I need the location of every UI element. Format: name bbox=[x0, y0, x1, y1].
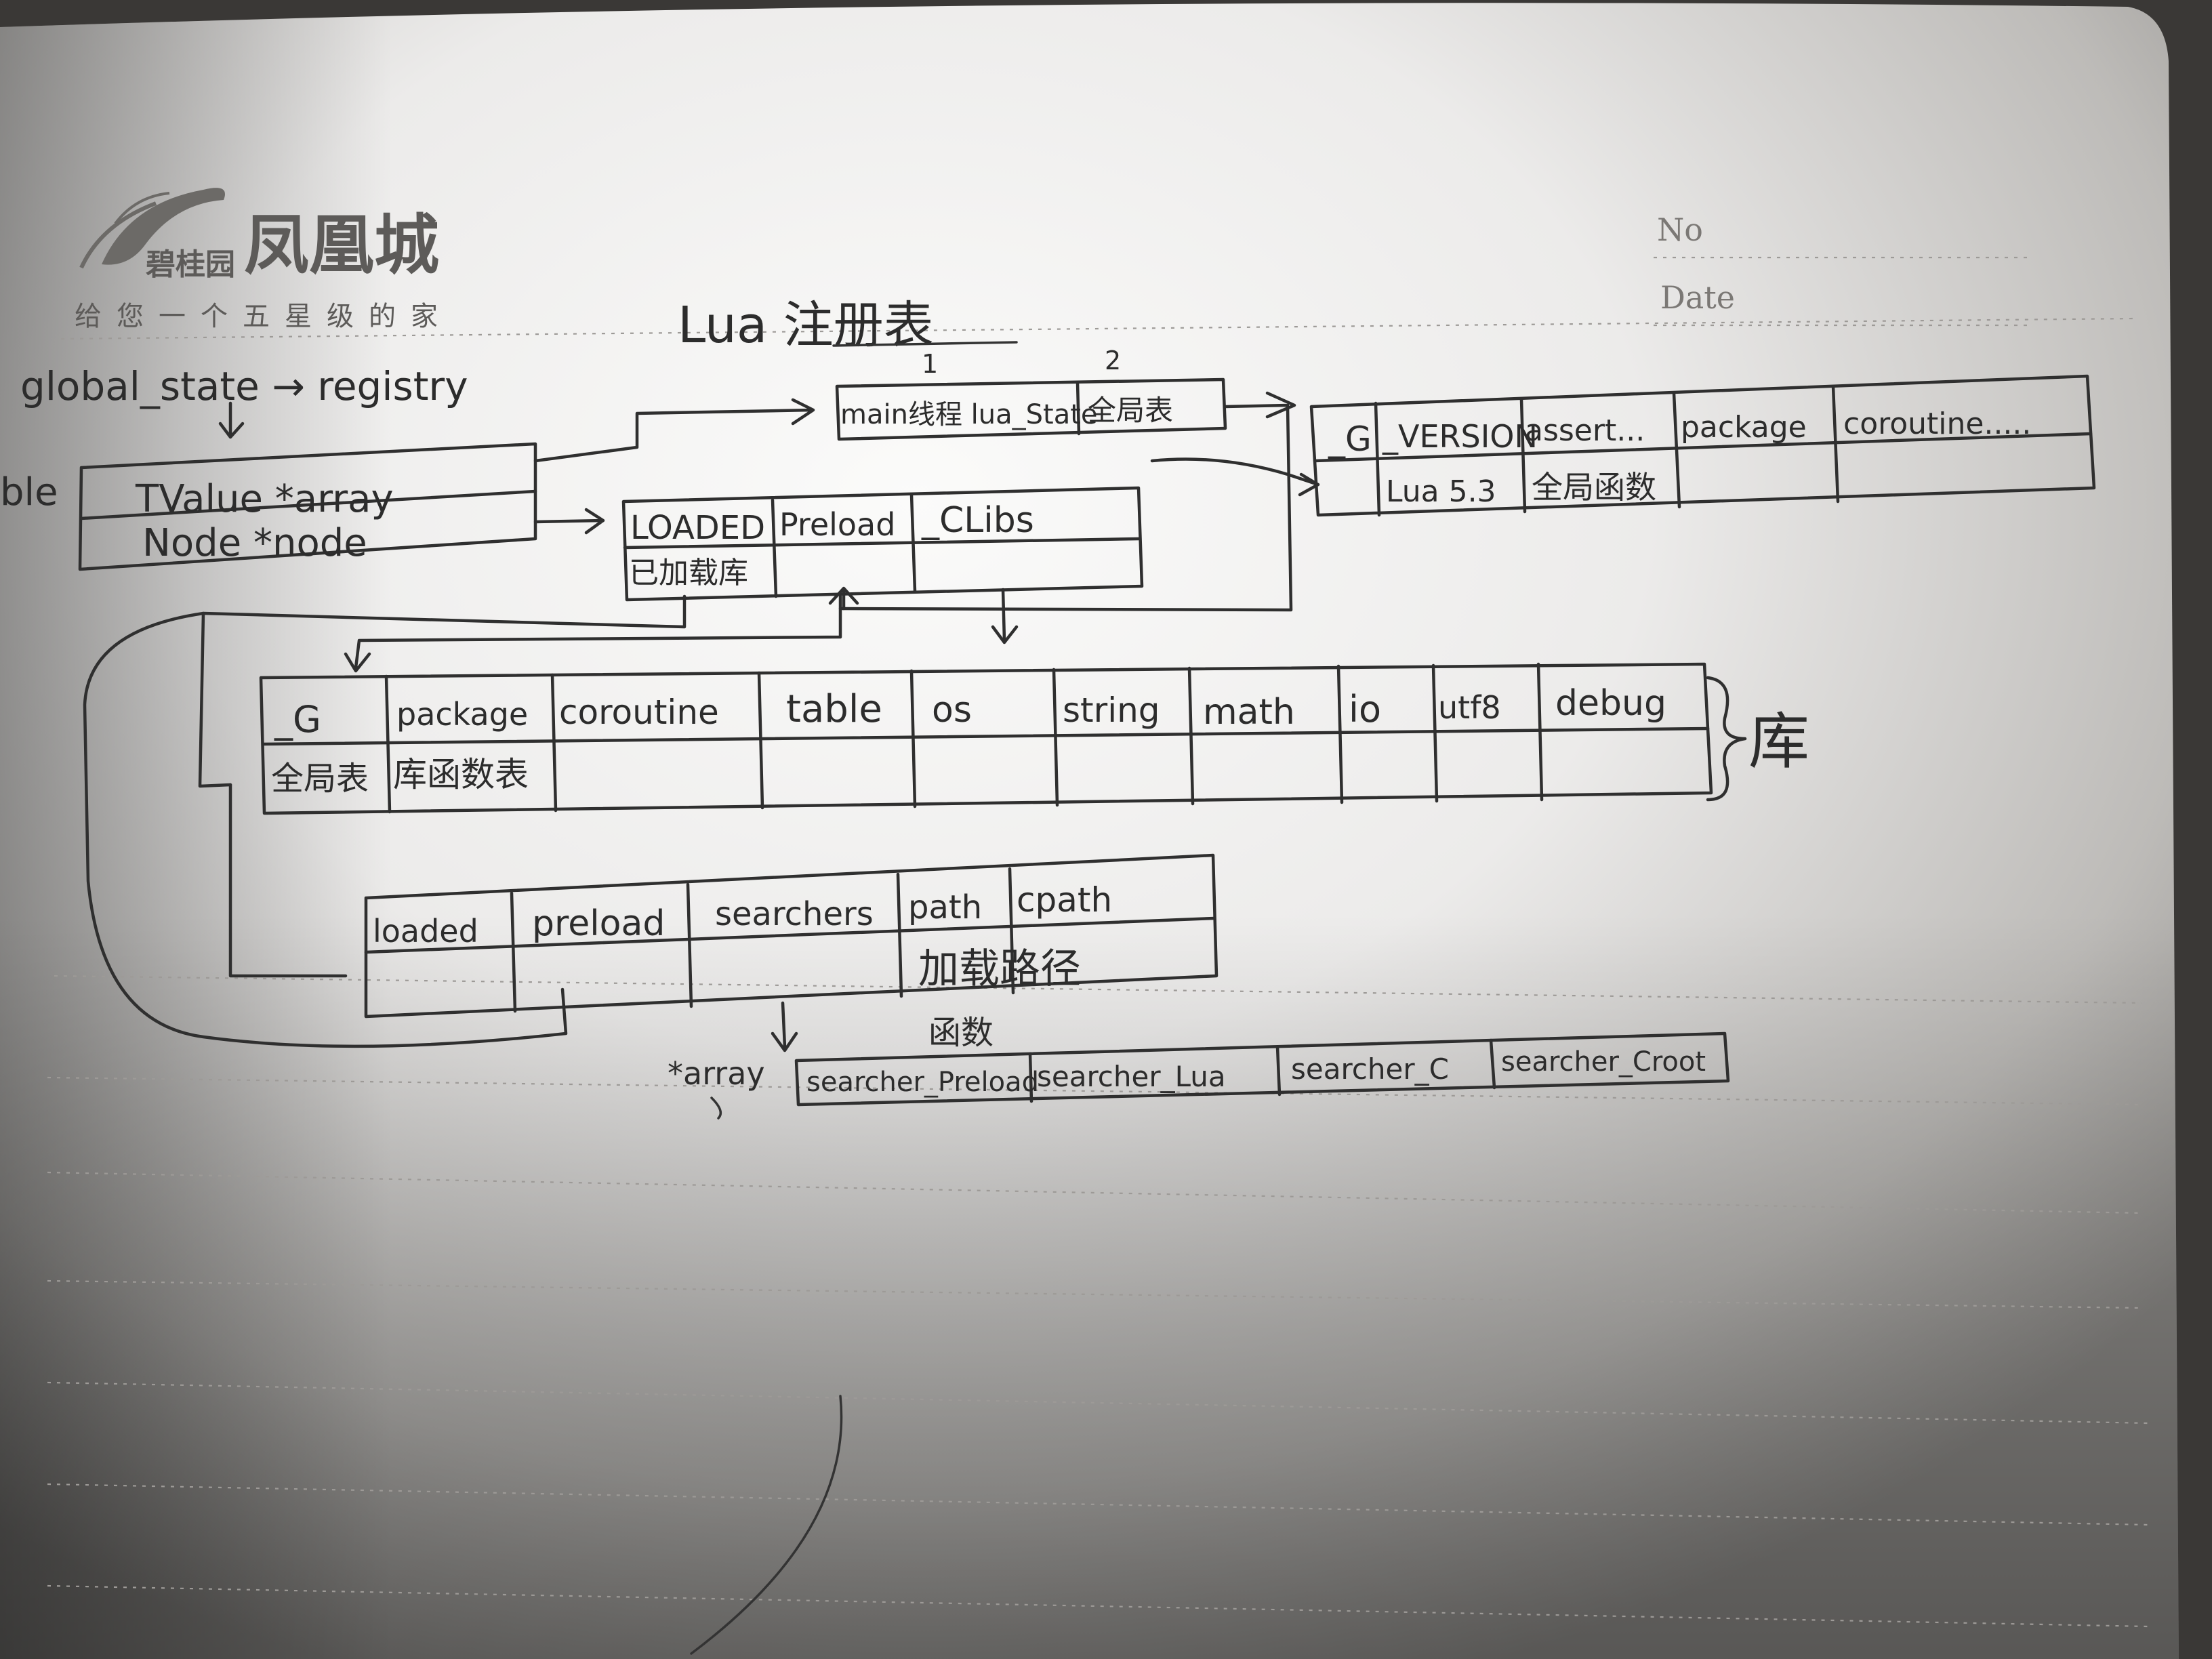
arrow-to-globals bbox=[1223, 391, 1296, 419]
arrow-globals-back bbox=[1150, 457, 1320, 497]
libs-header-2: coroutine bbox=[559, 693, 719, 732]
libs-header-4: os bbox=[932, 690, 972, 731]
libs-brace bbox=[1706, 676, 1747, 802]
arrow-clibs-down bbox=[991, 588, 1019, 644]
loaded-header-0: LOADED bbox=[630, 509, 765, 547]
loop-to-package bbox=[228, 783, 348, 978]
searcher-cell-0: searcher_Preload bbox=[806, 1067, 1039, 1098]
brand-slogan: 给您一个五星级的家 bbox=[75, 301, 453, 332]
brand-large: 凤凰城 bbox=[244, 207, 439, 283]
paper bbox=[0, 3, 2179, 1659]
package-note: 加载路径 bbox=[918, 945, 1081, 993]
loop-to-libs-g bbox=[344, 594, 842, 673]
libs-note-0: 全局表 bbox=[271, 760, 369, 798]
libs-header-1: package bbox=[396, 696, 528, 733]
package-header-2: searchers bbox=[715, 895, 874, 933]
brand-logo: 碧桂园 凤凰城 给您一个五星级的家 bbox=[75, 188, 453, 332]
libs-header-3: table bbox=[786, 687, 882, 731]
index-two: 2 bbox=[1105, 346, 1121, 375]
diagram-title: Lua 注册表 bbox=[678, 296, 934, 354]
arrow-to-array bbox=[533, 398, 815, 463]
date-label: Date bbox=[1660, 279, 1735, 316]
array-label-hook bbox=[710, 1097, 722, 1120]
registry-cell-1: 全局表 bbox=[1088, 394, 1173, 427]
libs-header-7: io bbox=[1349, 688, 1381, 731]
brand-small: 碧桂园 bbox=[146, 247, 235, 282]
loaded-table: LOADED Preload _CLibs 已加载库 bbox=[621, 486, 1144, 602]
ruled-lines bbox=[47, 256, 2149, 1628]
package-table: loaded preload searchers path cpath 加载路径 bbox=[364, 853, 1218, 1019]
globals-header-0: _G bbox=[1328, 419, 1372, 459]
libs-header-5: string bbox=[1063, 691, 1160, 730]
searcher-cell-3: searcher_Croot bbox=[1501, 1046, 1706, 1078]
loaded-note: 已加载库 bbox=[629, 556, 748, 590]
registry-cell-0: main线程 lua_State bbox=[840, 399, 1098, 430]
libs-header-8: utf8 bbox=[1438, 689, 1501, 726]
searcher-cell-1: searcher_Lua bbox=[1037, 1060, 1226, 1093]
searchers-array: searcher_Preload searcher_Lua searcher_C… bbox=[794, 1031, 1730, 1107]
package-header-1: preload bbox=[532, 903, 665, 944]
state-label: global_state → registry bbox=[20, 363, 468, 409]
globals-header-4: coroutine..... bbox=[1843, 407, 2031, 441]
arrow-searchers-down bbox=[771, 1001, 798, 1052]
registry-table-box: TValue *array Node *node bbox=[78, 442, 537, 571]
index-one: 1 bbox=[922, 349, 938, 379]
loop-package-back bbox=[83, 611, 568, 1048]
libs-brace-label: 库 bbox=[1748, 706, 1809, 777]
connector-globals-down bbox=[838, 405, 1293, 612]
loaded-header-1: Preload bbox=[779, 506, 895, 543]
registry-array: 1 2 main线程 lua_State 全局表 bbox=[835, 346, 1227, 441]
libs-header-6: math bbox=[1203, 692, 1295, 733]
loaded-header-2: _CLibs bbox=[921, 500, 1034, 541]
globals-value-2: 全局函数 bbox=[1532, 469, 1656, 506]
array-label: *array bbox=[668, 1055, 765, 1092]
arrow-up-preload bbox=[828, 586, 859, 611]
globals-header-1: _VERSION bbox=[1382, 418, 1538, 455]
pencil-curve bbox=[690, 1395, 843, 1655]
package-header-0: loaded bbox=[373, 913, 478, 949]
globals-header-2: assert... bbox=[1525, 413, 1645, 448]
arrow-to-loaded bbox=[533, 508, 605, 535]
globals-value-1: Lua 5.3 bbox=[1386, 474, 1496, 509]
no-label: No bbox=[1657, 211, 1703, 248]
package-header-4: cpath bbox=[1017, 880, 1112, 920]
libs-header-9: debug bbox=[1555, 683, 1666, 724]
globals-header-3: package bbox=[1681, 410, 1807, 445]
globals-table: _G _VERSION assert... package coroutine.… bbox=[1309, 374, 2096, 517]
table-side-label: ble bbox=[0, 470, 58, 514]
searcher-cell-2: searcher_C bbox=[1291, 1052, 1449, 1086]
libs-header-0: _G bbox=[274, 698, 321, 741]
libs-table: _G package coroutine table os string mat… bbox=[259, 662, 1713, 815]
searchers-function-label: 函数 bbox=[928, 1014, 994, 1052]
tvalue-array-text: TValue *array bbox=[135, 477, 394, 521]
package-header-3: path bbox=[908, 888, 982, 926]
node-node-text: Node *node bbox=[142, 521, 367, 565]
libs-note-1: 库函数表 bbox=[393, 755, 529, 794]
